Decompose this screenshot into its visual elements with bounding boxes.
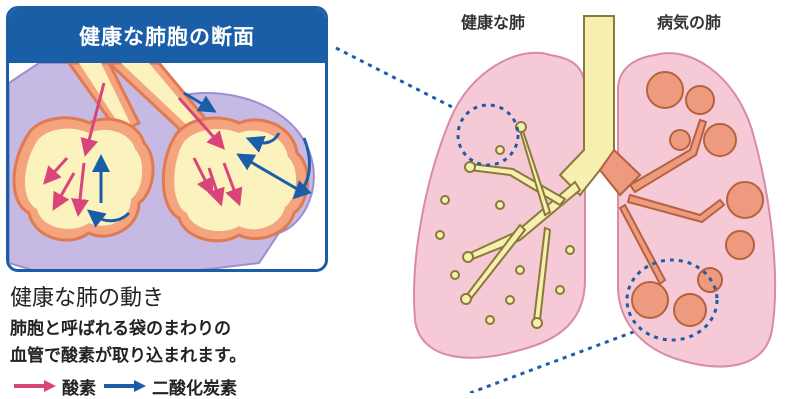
legend-oxygen: 酸素: [14, 374, 96, 399]
legend-label-oxygen: 酸素: [62, 374, 96, 399]
caption-description: 肺胞と呼ばれる袋のまわりの 血管で酸素が取り込まれます。: [10, 316, 246, 370]
arrow-right-icon: [14, 379, 56, 393]
lungs-illustration: [330, 0, 795, 393]
caption-line-2: 血管で酸素が取り込まれます。: [10, 343, 246, 370]
legend-label-co2: 二酸化炭素: [152, 374, 237, 399]
caption-heading: 健康な肺の動き: [10, 280, 164, 312]
legend-co2: 二酸化炭素: [104, 374, 237, 399]
connector-line-top: [336, 48, 458, 110]
legend: 酸素 二酸化炭素: [14, 376, 237, 396]
alveoli-illustration: [9, 63, 328, 272]
panel-title: 健康な肺胞の断面: [9, 9, 325, 63]
caption-line-1: 肺胞と呼ばれる袋のまわりの: [10, 316, 246, 343]
arrow-right-icon: [104, 379, 146, 393]
alveoli-panel: 健康な肺胞の断面: [6, 6, 328, 272]
